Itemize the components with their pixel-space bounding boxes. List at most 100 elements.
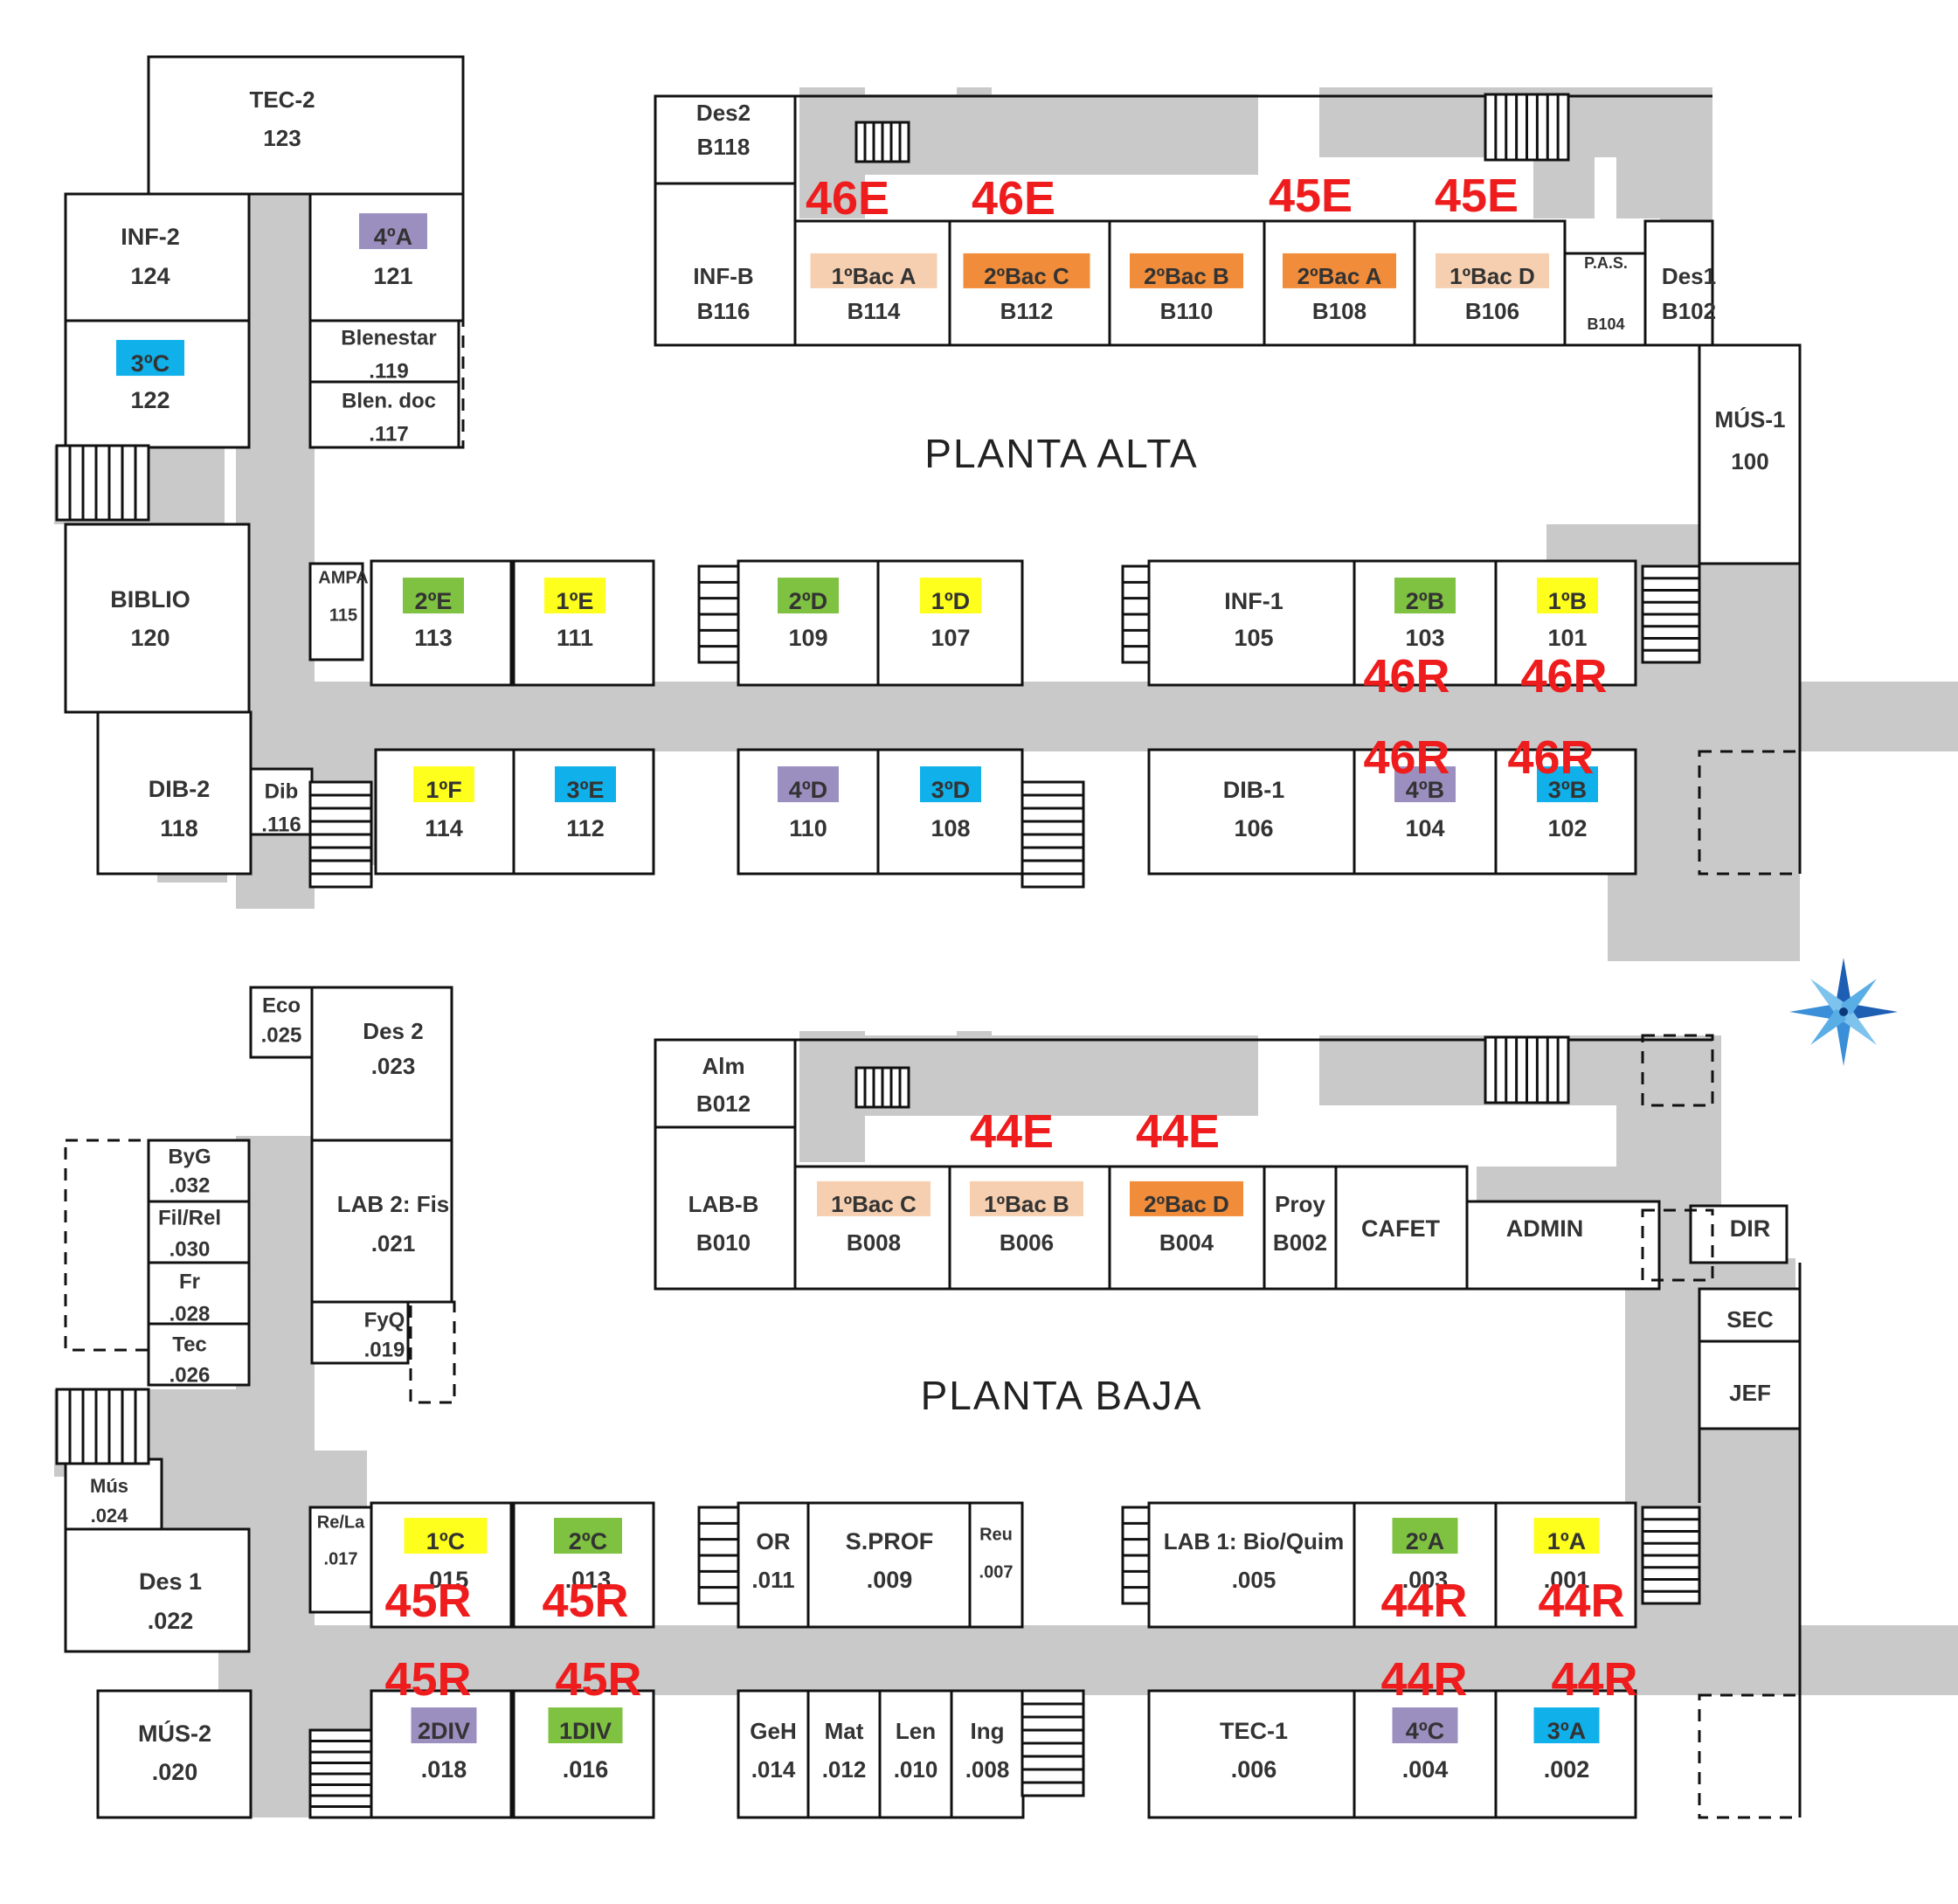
room-highlight (116, 340, 184, 377)
room-highlight (920, 766, 981, 803)
stairs-icon (697, 564, 740, 664)
room-name: 2ºE (415, 588, 453, 614)
room-name: 4ºA (374, 224, 412, 250)
room-outline (1263, 1165, 1338, 1291)
room-number: 124 (130, 263, 170, 289)
room-name: 3ºC (131, 350, 170, 377)
room-highlight (1394, 766, 1456, 803)
room-number: .003 (1402, 1567, 1449, 1593)
room-outline (806, 1501, 972, 1629)
room-number: 105 (1234, 625, 1273, 651)
room-highlight (544, 578, 605, 614)
room-name: Dib (265, 779, 299, 803)
room-outline (308, 192, 465, 322)
room-name: ADMIN (1506, 1215, 1584, 1242)
room-number: 115 (329, 606, 357, 625)
room-number: 113 (414, 625, 453, 651)
group-code-label: 45R (555, 1653, 641, 1706)
room-name: AMPA (318, 568, 368, 587)
room-outline (1147, 559, 1356, 687)
room-name: 1ºC (426, 1528, 465, 1554)
room-number: B102 (1662, 298, 1716, 324)
room-name: TEC-1 (1220, 1718, 1288, 1744)
room-number: B008 (847, 1229, 901, 1256)
room-name: Des2 (696, 100, 751, 126)
room-name: DIB-1 (1223, 777, 1285, 803)
room-highlight (1533, 1518, 1600, 1554)
room-outline (310, 986, 453, 1142)
room-highlight (403, 578, 464, 614)
room-number: 122 (130, 387, 170, 413)
room-name: 3ºD (931, 777, 970, 803)
room-highlight (778, 578, 839, 614)
room-highlight (970, 1180, 1083, 1216)
room-highlight (404, 1518, 488, 1554)
group-code-label: 46R (1363, 650, 1449, 703)
room-number: .018 (421, 1756, 467, 1783)
room-outline (64, 319, 251, 449)
room-highlight (1130, 1180, 1243, 1216)
group-code-label: 44R (1380, 1575, 1467, 1627)
compass-rose-icon (1789, 958, 1898, 1066)
room-highlight (778, 766, 839, 803)
room-name: Mús (90, 1475, 128, 1497)
room-name: Reu (979, 1525, 1013, 1544)
floor-title-upper: PLANTA ALTA (924, 431, 1198, 476)
room-number: .016 (563, 1756, 609, 1783)
room-number: B012 (696, 1090, 751, 1117)
stairs-icon (697, 1506, 740, 1605)
corridor-segment (957, 87, 992, 149)
group-code-label: 45R (384, 1575, 471, 1627)
stairs-icon (1021, 1689, 1085, 1797)
room-name: JEF (1729, 1380, 1771, 1406)
room-outline (968, 1501, 1024, 1629)
room-outline (1334, 1165, 1469, 1291)
stairwells (55, 93, 1701, 1819)
room-name: Alm (702, 1053, 744, 1079)
room-name: 2ºC (569, 1528, 607, 1554)
room-name: 1ºBac A (832, 263, 917, 289)
room-outline (806, 1689, 882, 1819)
room-number: 102 (1547, 815, 1587, 841)
group-code-label: 46R (1363, 731, 1449, 784)
room-number: .019 (364, 1338, 405, 1361)
room-number: 107 (931, 625, 970, 651)
room-name: INF-1 (1224, 588, 1283, 614)
room-number: .026 (170, 1363, 211, 1387)
room-name: P.A.S. (1584, 254, 1628, 272)
room-highlight (1392, 1518, 1458, 1554)
stairs-icon (1121, 564, 1151, 664)
room-number: .004 (1402, 1756, 1449, 1783)
room-outline (654, 182, 797, 347)
room-number: .023 (371, 1053, 416, 1079)
room-highlight (1130, 253, 1243, 288)
room-highlight (1283, 253, 1396, 288)
room-highlight (810, 253, 937, 288)
stairs-icon (1121, 1506, 1151, 1605)
room-highlight (1537, 766, 1598, 803)
room-number: 121 (373, 263, 412, 289)
room-name: 3ºA (1547, 1718, 1586, 1744)
room-number: .025 (261, 1023, 302, 1047)
room-number: 106 (1234, 815, 1273, 841)
room-highlight (920, 578, 981, 614)
room-number: .022 (148, 1608, 194, 1634)
corridor-segment (1616, 87, 1712, 218)
room-highlight (1533, 1707, 1600, 1744)
group-code-label: 45E (1269, 170, 1353, 222)
corridor-segment (799, 1031, 865, 1162)
room-highlight (963, 253, 1090, 288)
room-number: .020 (152, 1759, 198, 1785)
room-outline (64, 1527, 251, 1653)
room-name: ByG (168, 1145, 211, 1168)
room-name: Des 1 (139, 1568, 202, 1595)
room-name: CAFET (1361, 1215, 1440, 1242)
room-highlights (116, 213, 1600, 1744)
room-name: 1ºB (1548, 588, 1587, 614)
group-code-label: 46R (1520, 650, 1607, 703)
room-outline (147, 1322, 251, 1387)
group-code-label: 46R (1507, 731, 1594, 784)
room-name: Blenestar (341, 326, 436, 350)
room-name: OR (757, 1528, 791, 1554)
room-highlight (359, 213, 427, 250)
